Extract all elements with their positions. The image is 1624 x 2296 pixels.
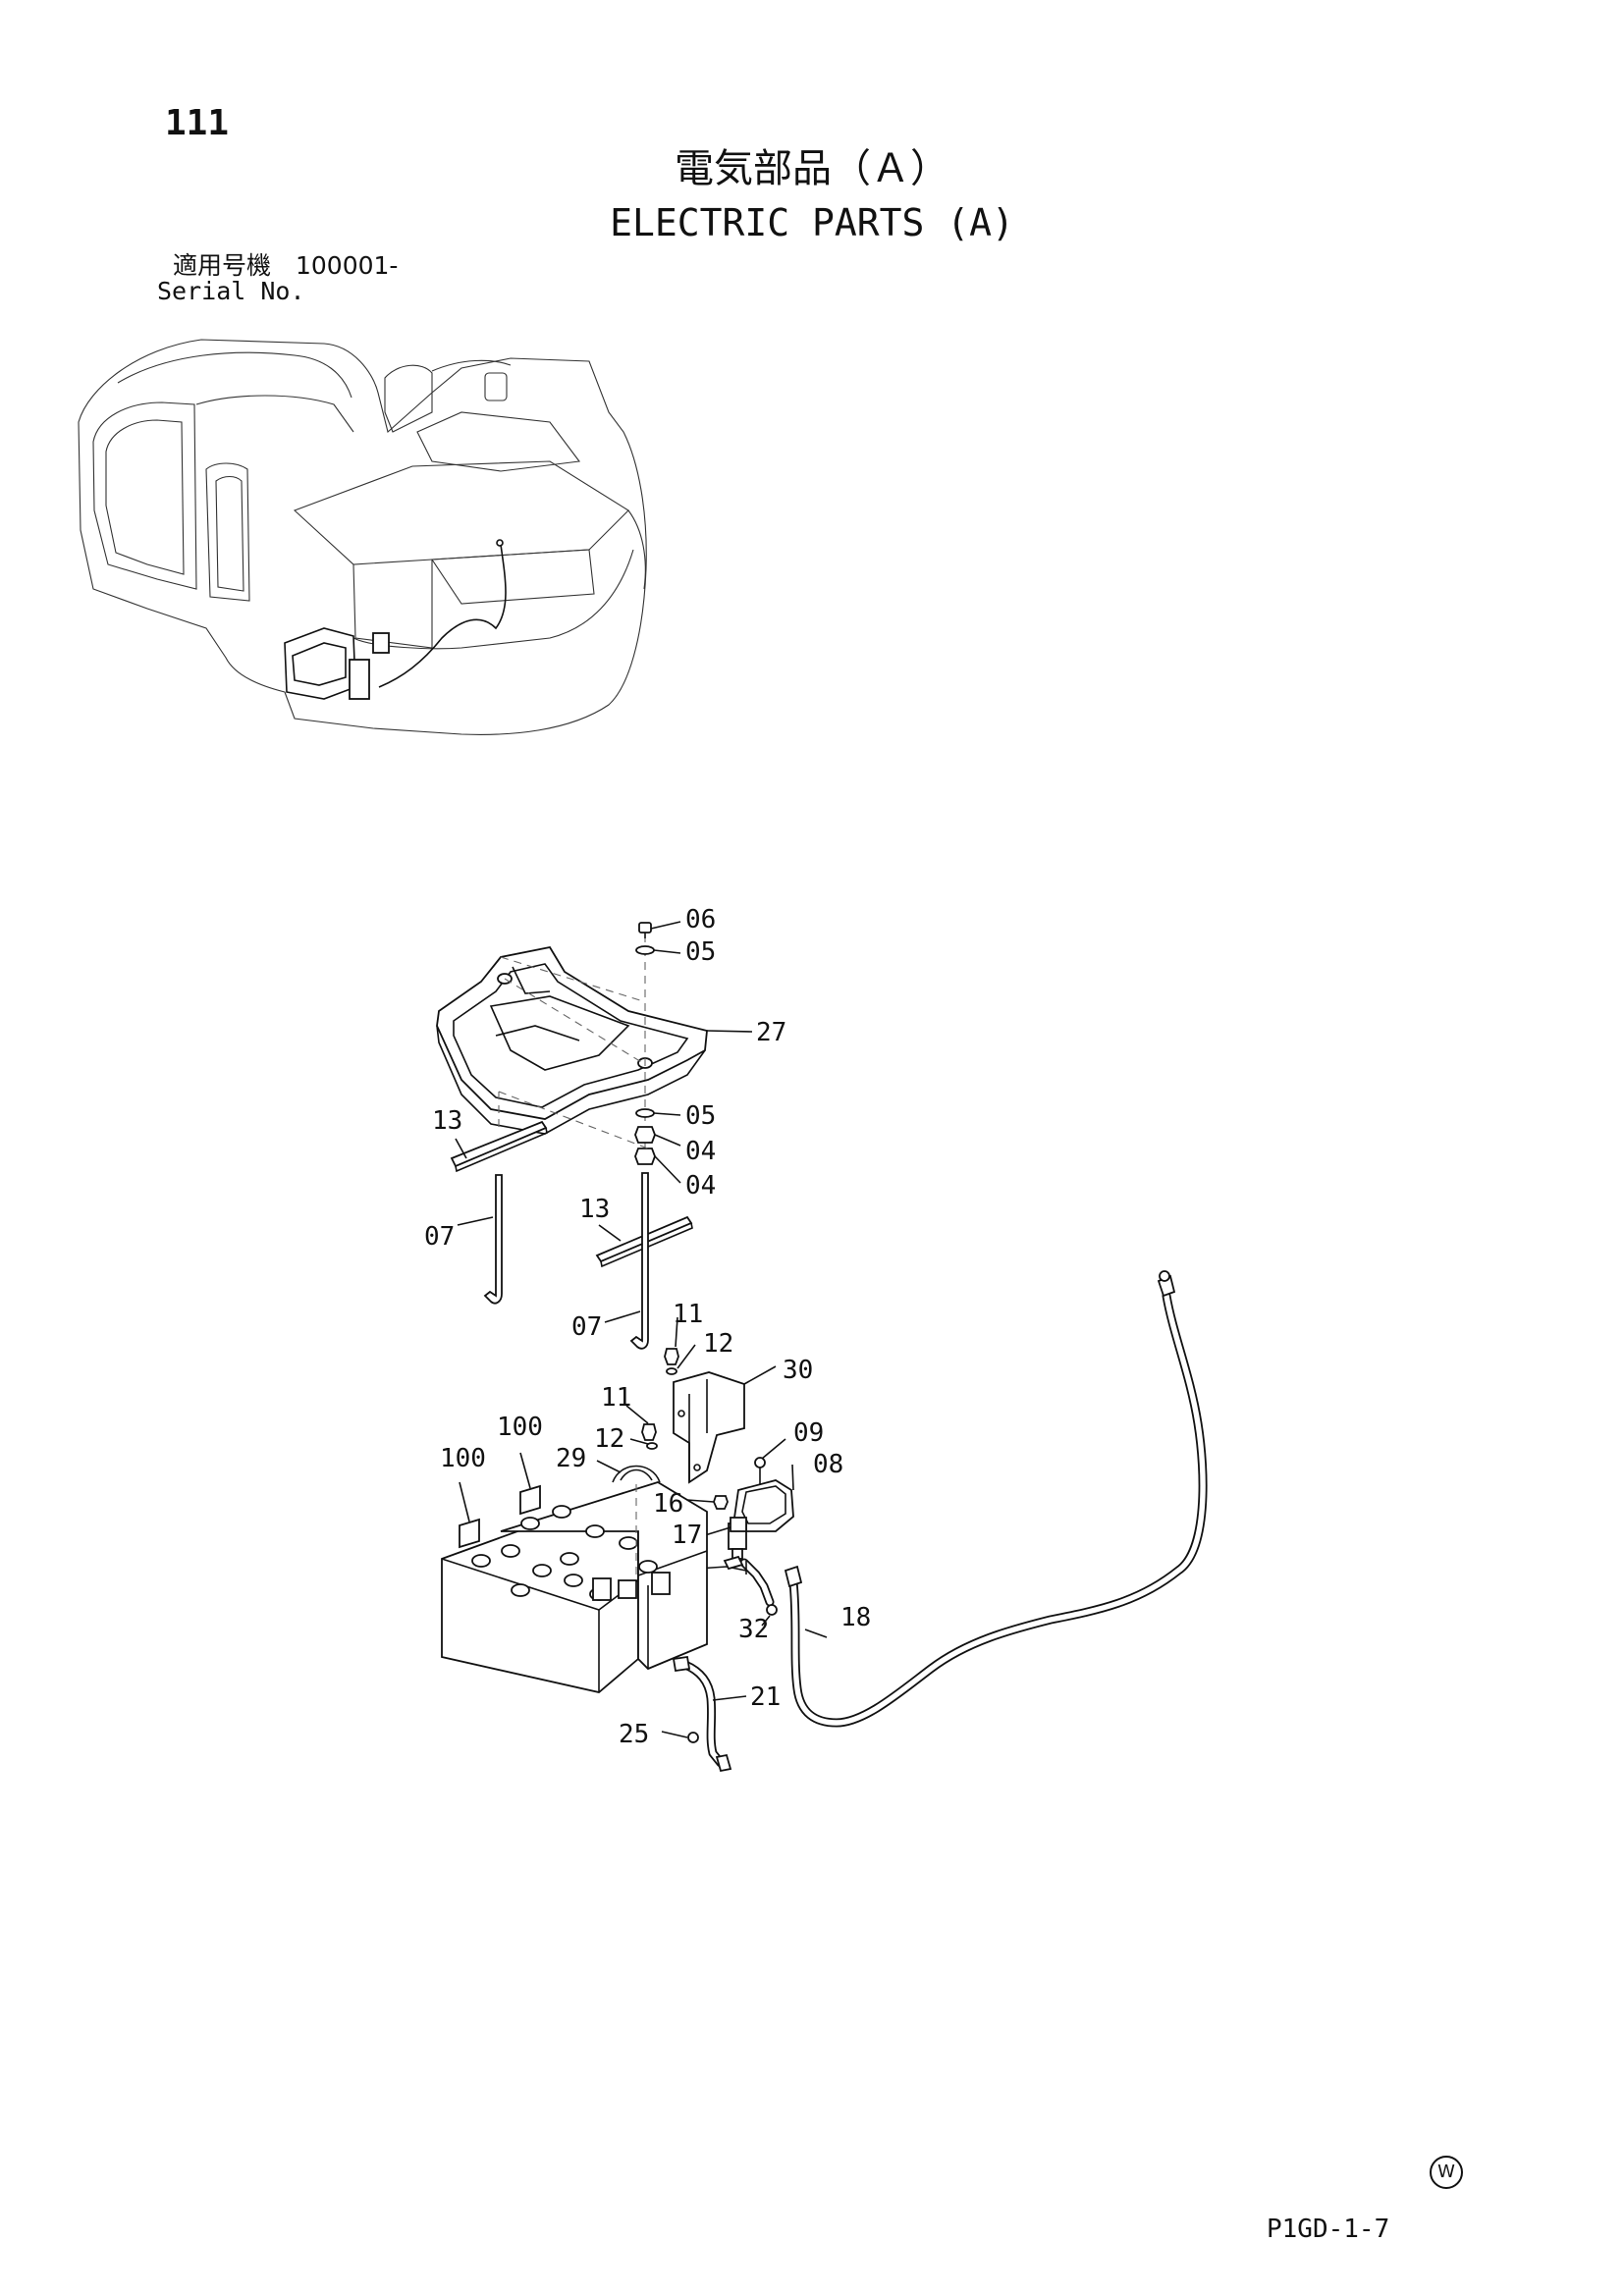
callout-11-lower: 11: [601, 1383, 631, 1413]
callout-08: 08: [813, 1450, 843, 1479]
callout-11-upper: 11: [673, 1300, 703, 1329]
title-english: ELECTRIC PARTS (A): [610, 201, 1014, 244]
callout-04-lower: 04: [685, 1171, 716, 1201]
callout-12-upper: 12: [703, 1329, 733, 1359]
callout-05-lower: 05: [685, 1101, 716, 1131]
callout-100-upper: 100: [497, 1413, 543, 1442]
callout-04-upper: 04: [685, 1137, 716, 1166]
callout-05-upper: 05: [685, 937, 716, 967]
callout-09: 09: [793, 1418, 824, 1448]
excavator-overview-illustration: [78, 339, 647, 735]
callout-100-lower: 100: [440, 1444, 486, 1473]
title-japanese: 電気部品（Ａ）: [675, 146, 949, 191]
w-circle-mark: W: [1430, 2156, 1463, 2189]
callout-27: 27: [756, 1018, 786, 1047]
callout-30: 30: [783, 1356, 813, 1385]
callout-32: 32: [738, 1615, 769, 1644]
page-number: 111: [165, 103, 230, 143]
bracket-30: [625, 1316, 777, 1484]
callout-13-right: 13: [579, 1195, 610, 1224]
battery-cables: [661, 1270, 1208, 1773]
hold-down-rods-and-strips: [450, 1091, 693, 1350]
batteries-100: [441, 1452, 708, 1693]
serial-label-japanese: 適用号機 100001-: [173, 251, 399, 280]
serial-label-english: Serial No.: [157, 277, 305, 305]
page-code: P1GD-1-7: [1267, 2215, 1390, 2244]
callout-labels: 06 05 27 05 04 04 13 13 07 07 11 12 30 1…: [424, 905, 871, 1749]
battery-cover-27: [436, 945, 708, 1135]
callout-07-right: 07: [571, 1312, 602, 1342]
callout-29: 29: [556, 1444, 586, 1473]
callout-25: 25: [619, 1720, 649, 1749]
battery-relay-08: [686, 1438, 794, 1560]
hardware-stack: [634, 921, 753, 1184]
callout-06: 06: [685, 905, 716, 934]
callout-12-lower: 12: [594, 1424, 624, 1454]
callout-17: 17: [672, 1521, 702, 1550]
callout-16: 16: [653, 1489, 683, 1519]
callout-21: 21: [750, 1682, 781, 1712]
callout-07-left: 07: [424, 1222, 455, 1252]
callout-18: 18: [840, 1603, 871, 1632]
callout-13-left: 13: [432, 1106, 462, 1136]
